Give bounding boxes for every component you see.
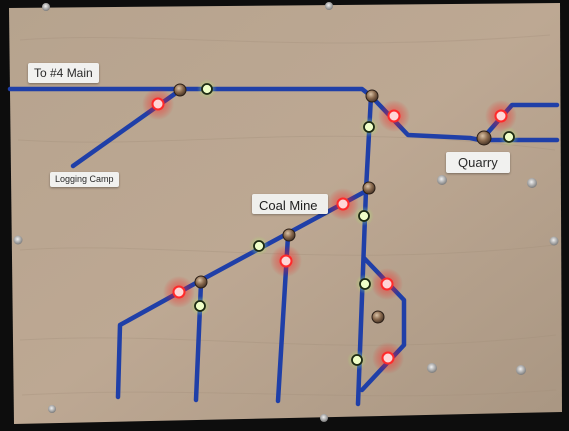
led-green-main-junction xyxy=(201,83,213,95)
west-switch[interactable] xyxy=(194,275,208,289)
led-green-coal-mine xyxy=(358,210,370,222)
screw-icon xyxy=(549,236,559,246)
led-green-main-east xyxy=(363,121,375,133)
led-red-quarry xyxy=(494,109,508,123)
led-green-center xyxy=(253,240,265,252)
led-red-coal-mine xyxy=(336,197,350,211)
screw-icon xyxy=(320,414,328,422)
screw-icon xyxy=(13,235,23,245)
coal-mine-label-background xyxy=(252,194,328,214)
led-red-west xyxy=(172,285,186,299)
led-red-right-mid xyxy=(380,277,394,291)
led-red-main-junction xyxy=(151,97,165,111)
quarry-label: Quarry xyxy=(446,152,510,173)
screw-icon xyxy=(437,175,447,185)
screw-icon xyxy=(48,405,56,413)
led-green-bottom xyxy=(351,354,363,366)
main-junction-switch[interactable] xyxy=(173,83,187,97)
to-main-label: To #4 Main xyxy=(28,63,99,83)
screw-icon xyxy=(527,178,537,188)
indicator-leds xyxy=(142,79,519,374)
screw-icon xyxy=(516,365,526,375)
center-switch[interactable] xyxy=(282,228,296,242)
led-green-quarry xyxy=(503,131,515,143)
screw-icon xyxy=(325,2,333,10)
screw-icon xyxy=(427,363,437,373)
main-east-switch[interactable] xyxy=(365,89,379,103)
coal-mine-switch[interactable] xyxy=(362,181,376,195)
screws xyxy=(13,2,559,422)
led-red-main-east xyxy=(387,109,401,123)
screw-icon xyxy=(42,3,50,11)
led-green-west xyxy=(194,300,206,312)
logging-camp-label: Logging Camp xyxy=(50,172,119,187)
coal-mine-label: Coal Mine xyxy=(259,198,318,213)
led-red-bottom xyxy=(381,351,395,365)
led-green-right-mid xyxy=(359,278,371,290)
toggle-switches[interactable] xyxy=(173,83,492,324)
right-loop-switch[interactable] xyxy=(371,310,385,324)
led-red-center xyxy=(279,254,293,268)
wood-grain xyxy=(17,34,557,397)
quarry-switch[interactable] xyxy=(476,130,492,146)
